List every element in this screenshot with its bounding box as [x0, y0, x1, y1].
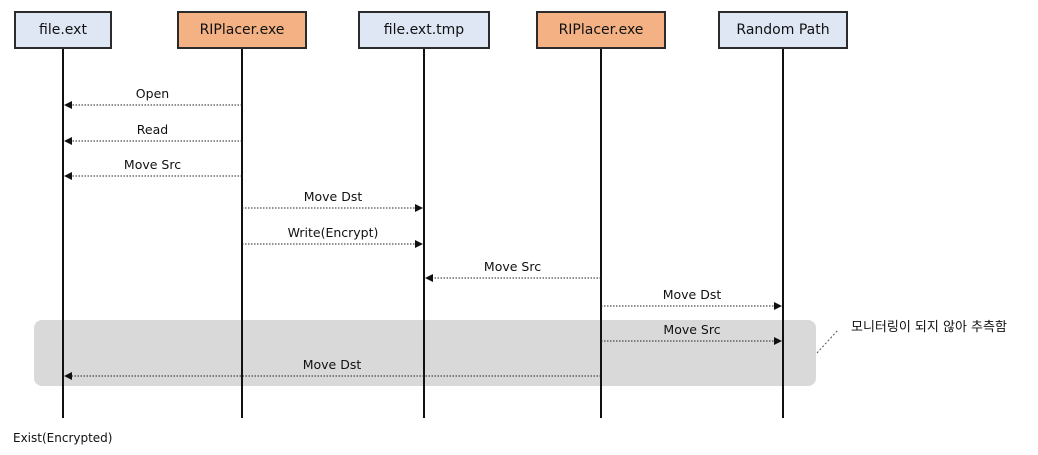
participant-box-p3	[536, 11, 666, 49]
note-connector	[816, 329, 839, 354]
participant-label-p3: RIPlacer.exe	[559, 22, 644, 38]
message-label-5: Move Src	[484, 259, 541, 274]
participant-label-p0: file.ext	[39, 22, 87, 38]
message-label-1: Read	[137, 122, 168, 137]
participant-label-p4: Random Path	[736, 22, 829, 38]
footer-status-text: Exist(Encrypted)	[13, 431, 112, 445]
participant-label-p1: RIPlacer.exe	[200, 22, 285, 38]
participant-box-p0	[14, 11, 112, 49]
message-label-8: Move Dst	[303, 357, 362, 372]
participant-box-p2	[358, 11, 490, 49]
participant-box-p1	[177, 11, 307, 49]
note-text: 모니터링이 되지 않아 추측함	[851, 320, 1007, 335]
message-label-3: Move Dst	[304, 189, 363, 204]
message-label-6: Move Dst	[663, 287, 722, 302]
message-label-4: Write(Encrypt)	[288, 225, 379, 240]
participant-box-p4	[718, 11, 848, 49]
participant-label-p2: file.ext.tmp	[384, 22, 464, 38]
message-label-0: Open	[136, 86, 169, 101]
message-label-7: Move Src	[663, 322, 720, 337]
message-label-2: Move Src	[124, 157, 181, 172]
